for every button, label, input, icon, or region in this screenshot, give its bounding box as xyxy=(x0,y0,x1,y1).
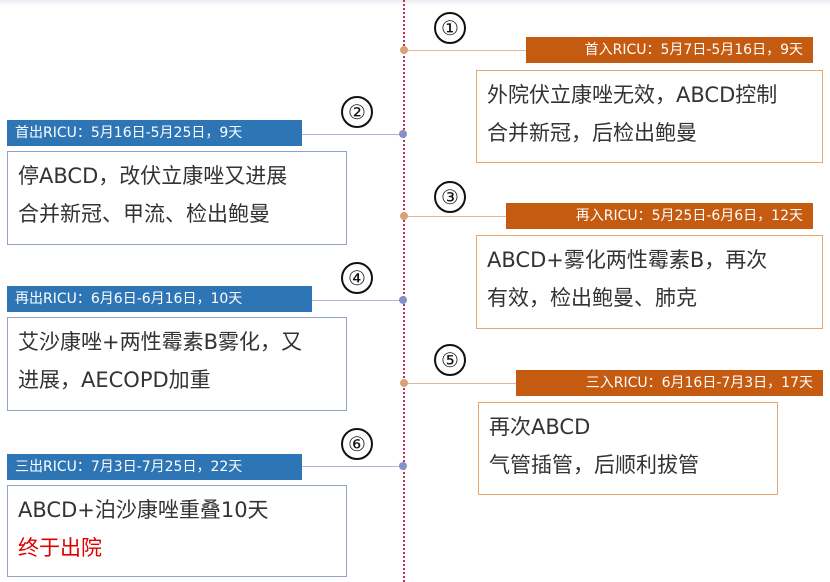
timeline-axis xyxy=(403,0,405,582)
stay-line: 合并新冠，后检出鲍曼 xyxy=(487,121,697,145)
stay-line: 气管插管，后顺利拔管 xyxy=(489,453,699,477)
stay-line: 合并新冠、甲流、检出鲍曼 xyxy=(18,202,270,226)
timeline-dot-3 xyxy=(400,212,408,220)
stay-header-5: 三入RICU：6月16日-7月3日，17天 xyxy=(516,370,823,396)
stay-line: 再次ABCD xyxy=(489,415,591,439)
timeline-dot-2 xyxy=(399,130,407,138)
timeline-dot-6 xyxy=(399,462,407,470)
stay-header-2: 首出RICU：5月16日-5月25日，9天 xyxy=(7,120,302,146)
stay-box-6: ABCD+泊沙康唑重叠10天 终于出院 xyxy=(7,485,347,577)
stay-line: 停ABCD，改伏立康唑又进展 xyxy=(18,164,288,188)
top-shade xyxy=(0,0,830,6)
step-number-6: ⑥ xyxy=(341,428,373,460)
stay-box-2: 停ABCD，改伏立康唑又进展 合并新冠、甲流、检出鲍曼 xyxy=(7,151,347,245)
connector-4 xyxy=(312,300,402,301)
step-number-4: ④ xyxy=(341,262,373,294)
stay-line: ABCD+泊沙康唑重叠10天 xyxy=(18,498,269,522)
connector-5 xyxy=(404,383,516,384)
connector-6 xyxy=(302,466,402,467)
stay-line: 艾沙康唑+两性霉素B雾化，又 xyxy=(18,330,303,354)
stay-header-6: 三出RICU：7月3日-7月25日，22天 xyxy=(7,454,302,480)
stay-line: 外院伏立康唑无效，ABCD控制 xyxy=(487,83,778,107)
step-number-5: ⑤ xyxy=(434,344,466,376)
discharge-line: 终于出院 xyxy=(18,536,102,560)
stay-box-1: 外院伏立康唑无效，ABCD控制 合并新冠，后检出鲍曼 xyxy=(476,70,823,163)
step-number-1: ① xyxy=(434,12,466,44)
stay-line: 有效，检出鲍曼、肺克 xyxy=(487,286,697,310)
stay-line: 进展，AECOPD加重 xyxy=(18,368,211,392)
timeline-dot-5 xyxy=(400,379,408,387)
stay-header-1: 首入RICU：5月7日-5月16日，9天 xyxy=(526,37,813,63)
timeline-dot-4 xyxy=(399,296,407,304)
stay-box-4: 艾沙康唑+两性霉素B雾化，又 进展，AECOPD加重 xyxy=(7,317,347,411)
connector-3 xyxy=(404,216,506,217)
stay-box-5: 再次ABCD 气管插管，后顺利拔管 xyxy=(478,402,778,495)
connector-2 xyxy=(302,134,402,135)
stay-header-3: 再入RICU：5月25日-6月6日，12天 xyxy=(506,203,813,229)
timeline-dot-1 xyxy=(400,46,408,54)
stay-box-3: ABCD+雾化两性霉素B，再次 有效，检出鲍曼、肺克 xyxy=(476,235,823,329)
stay-line: ABCD+雾化两性霉素B，再次 xyxy=(487,248,768,272)
step-number-2: ② xyxy=(341,96,373,128)
stay-header-4: 再出RICU：6月6日-6月16日，10天 xyxy=(7,286,312,312)
connector-1 xyxy=(404,50,526,51)
step-number-3: ③ xyxy=(434,181,466,213)
